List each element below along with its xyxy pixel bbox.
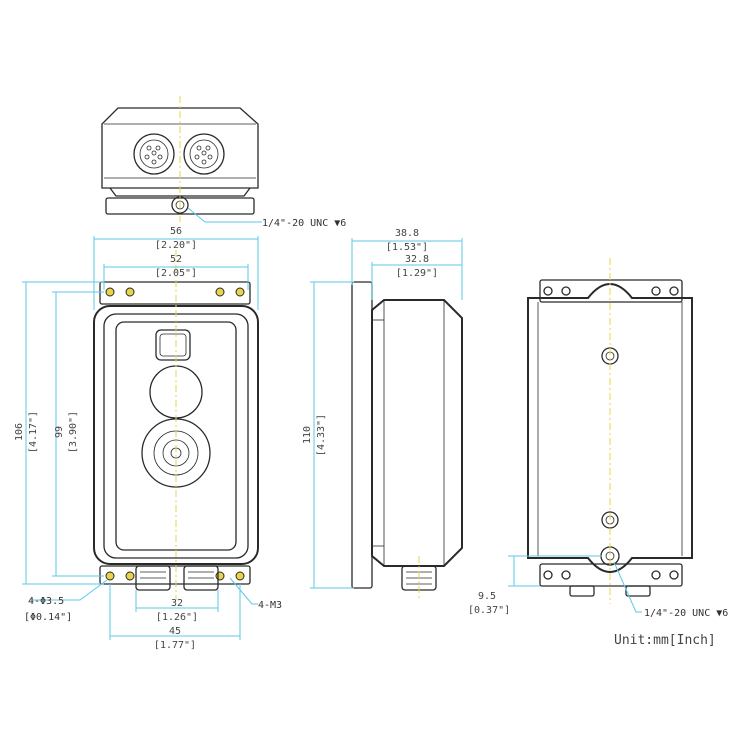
hole-bottom-right <box>235 571 245 581</box>
svg-text:[1.77"]: [1.77"] <box>154 640 196 651</box>
dim-32: 32 <box>171 598 183 609</box>
dim-9-5: 9.5 <box>478 591 496 602</box>
unit-label: Unit:mm[Inch] <box>614 633 716 648</box>
svg-text:[0.37"]: [0.37"] <box>468 605 510 616</box>
dim-99: 99 <box>54 426 65 438</box>
dim-32-8: 32.8 <box>405 254 429 265</box>
svg-text:[2.05"]: [2.05"] <box>155 268 197 279</box>
dim-106: 106 <box>14 423 25 441</box>
back-view: 9.5 [0.37"] 1/4"-20 UNC ▼6 <box>468 258 728 619</box>
note-screws: 4-M3 <box>258 600 282 611</box>
side-mount-plate <box>351 281 373 589</box>
hole-top-right <box>235 287 245 297</box>
top-connector-right <box>183 133 225 175</box>
top-view: 1/4"-20 UNC ▼6 <box>101 96 346 229</box>
dim-56: 56 <box>170 226 182 237</box>
svg-text:[4.17"]: [4.17"] <box>28 411 39 453</box>
dim-38-8: 38.8 <box>395 228 419 239</box>
svg-text:[4.33"]: [4.33"] <box>316 414 327 456</box>
svg-text:[1.53"]: [1.53"] <box>386 242 428 253</box>
bottom-connector-right <box>183 565 219 591</box>
side-view: 38.8 [1.53"] 32.8 [1.29"] 110 [4.33"] <box>302 228 463 600</box>
dim-110: 110 <box>302 426 313 444</box>
front-view: 56 [2.20"] 52 [2.05"] 106 [4.17"] 99 [3.… <box>14 226 282 651</box>
svg-text:[2.20"]: [2.20"] <box>155 240 197 251</box>
note-mount-holes: 4-Φ3.5 <box>28 596 64 607</box>
svg-text:[3.90"]: [3.90"] <box>68 411 79 453</box>
top-thread-note: 1/4"-20 UNC ▼6 <box>262 218 346 229</box>
top-connector-left <box>133 133 175 175</box>
bottom-connector-left <box>135 565 171 591</box>
dim-45: 45 <box>169 626 181 637</box>
svg-text:[1.29"]: [1.29"] <box>396 268 438 279</box>
svg-text:[Φ0.14"]: [Φ0.14"] <box>24 612 72 623</box>
dim-52: 52 <box>170 254 182 265</box>
hole-bottom-left <box>105 571 115 581</box>
sensor-window <box>155 329 191 361</box>
svg-text:[1.26"]: [1.26"] <box>156 612 198 623</box>
hole-top-left <box>105 287 115 297</box>
back-thread-note: 1/4"-20 UNC ▼6 <box>644 608 728 619</box>
